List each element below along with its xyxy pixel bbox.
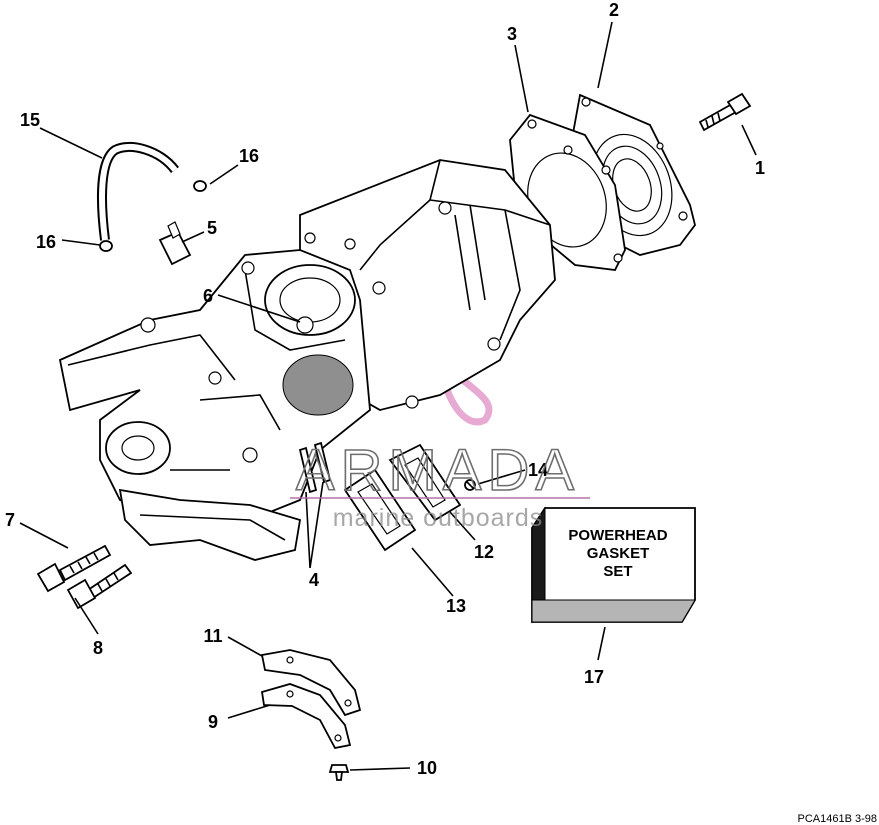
- dowel-pins: [298, 441, 332, 494]
- callout-16-lower: 16: [36, 232, 56, 252]
- callout-2: 2: [609, 0, 619, 20]
- cover-gasket: [260, 649, 362, 717]
- callout-6: 6: [203, 286, 213, 306]
- reed-valve: [343, 468, 417, 552]
- callout-12: 12: [474, 542, 494, 562]
- callout-14: 14: [528, 460, 548, 480]
- callout-9: 9: [208, 712, 218, 732]
- gasket-box-line1: POWERHEAD: [568, 527, 667, 544]
- head-bolt: [698, 92, 752, 132]
- gasket-set-box: POWERHEAD GASKET SET: [531, 506, 696, 624]
- watermark-tagline: marine outboards: [333, 504, 544, 532]
- crankcase-bolt-short: [66, 563, 133, 610]
- bleed-hose: [97, 141, 179, 241]
- leader-lines: [19, 21, 757, 771]
- callout-numbers: 1 2 3 4 5 6 7 8 9 10 11 12 13 14 15 16 1…: [5, 0, 765, 778]
- hose-clamp-upper: [193, 180, 207, 192]
- gasket-box-line3: SET: [603, 563, 632, 580]
- callout-11: 11: [203, 626, 222, 646]
- callout-4: 4: [309, 570, 319, 590]
- callout-16-upper: 16: [239, 146, 259, 166]
- callout-3: 3: [507, 24, 517, 44]
- hose-clamp-lower: [99, 240, 113, 252]
- armada-watermark: ARMADA marine outboards: [290, 437, 590, 532]
- drawing-code: PCA1461B 3-98: [798, 813, 878, 825]
- reed-screw: [464, 479, 476, 491]
- gasket-box-line2: GASKET: [587, 545, 650, 562]
- cover-screw: [328, 764, 350, 781]
- callout-7: 7: [5, 510, 15, 530]
- callout-8: 8: [93, 638, 103, 658]
- crankcase-lower-plate: [118, 488, 302, 561]
- reed-plate-gasket: [388, 443, 462, 522]
- watermark-brand: ARMADA: [296, 438, 580, 503]
- callout-5: 5: [207, 218, 217, 238]
- cover-plate: [260, 683, 352, 750]
- callout-13: 13: [446, 596, 466, 616]
- bleed-fitting: [158, 221, 192, 266]
- callout-1: 1: [755, 158, 765, 178]
- callout-15: 15: [20, 110, 40, 130]
- crankcase-bolt-long: [36, 544, 112, 593]
- callout-17: 17: [584, 667, 604, 687]
- callout-10: 10: [417, 758, 437, 778]
